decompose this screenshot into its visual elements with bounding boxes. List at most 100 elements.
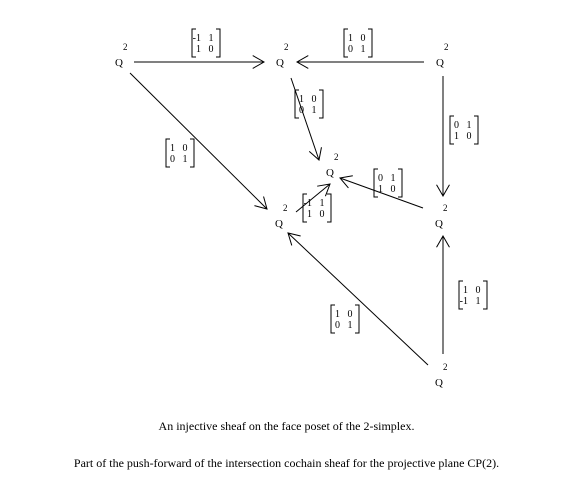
left-bracket (373, 168, 378, 198)
arrowhead (436, 184, 450, 198)
matrix-entry: 1 (335, 309, 340, 320)
node-exponent: 2 (283, 203, 288, 213)
arrowhead (308, 147, 322, 161)
right-bracket (398, 168, 403, 198)
matrix-entry: 1 (454, 131, 459, 142)
node-n2: Q2 (276, 42, 289, 69)
matrix-entry: 0 (361, 33, 366, 44)
matrix-entry: -1 (304, 198, 312, 209)
matrix-entry: 1 (183, 154, 188, 165)
node-exponent: 2 (284, 42, 289, 52)
matrix-entry: 0 (299, 105, 304, 116)
matrix-entry: 1 (467, 120, 472, 131)
matrix-entry: 0 (335, 320, 340, 331)
caption-sheaf: An injective sheaf on the face poset of … (158, 419, 415, 433)
arrowhead (339, 175, 353, 189)
node-label: Q (435, 218, 443, 230)
node-label: Q (115, 57, 123, 69)
matrix-entry: 1 (299, 94, 304, 105)
matrix-entry: 1 (170, 143, 175, 154)
matrix-entry: 1 (348, 33, 353, 44)
matrix-entry: 1 (307, 209, 312, 220)
arrowhead (317, 183, 331, 197)
arrowhead (436, 234, 450, 248)
node-exponent: 2 (334, 152, 339, 162)
right-bracket (190, 138, 195, 168)
matrix-entry: 1 (463, 285, 468, 296)
matrix-entry: 0 (391, 184, 396, 195)
matrix-entry: 0 (209, 44, 214, 55)
matrix-entry: 1 (348, 320, 353, 331)
arrowhead (295, 55, 309, 69)
left-bracket (458, 280, 463, 310)
arrowhead (287, 232, 301, 246)
node-n5: Q2 (275, 203, 288, 230)
left-bracket (165, 138, 170, 168)
arrowhead (254, 196, 268, 210)
matrix-entry: 1 (320, 198, 325, 209)
matrix-entry: 0 (467, 131, 472, 142)
node-label: Q (326, 167, 334, 179)
left-bracket (191, 28, 196, 58)
node-n3: Q2 (436, 42, 449, 69)
right-bracket (216, 28, 221, 58)
node-label: Q (436, 57, 444, 69)
matrix-entry: 0 (183, 143, 188, 154)
matrix-entry: 1 (209, 33, 214, 44)
right-bracket (319, 89, 324, 119)
right-bracket (327, 193, 332, 223)
node-n6: Q2 (435, 203, 448, 230)
node-label: Q (276, 57, 284, 69)
matrix-entry: 0 (312, 94, 317, 105)
matrix-entry: 0 (378, 173, 383, 184)
node-exponent: 2 (443, 362, 448, 372)
node-n7: Q2 (435, 362, 448, 389)
node-exponent: 2 (123, 42, 128, 52)
node-exponent: 2 (444, 42, 449, 52)
caption-pushforward: Part of the push-forward of the intersec… (73, 456, 500, 470)
left-bracket (330, 304, 335, 334)
node-label: Q (275, 218, 283, 230)
right-bracket (483, 280, 488, 310)
right-bracket (355, 304, 360, 334)
matrix-entry: -1 (193, 33, 201, 44)
matrix-entry: 0 (170, 154, 175, 165)
node-label: Q (435, 377, 443, 389)
matrix-entry: 0 (320, 209, 325, 220)
matrix-entry: -1 (460, 296, 468, 307)
matrix-entry: 1 (391, 173, 396, 184)
matrix-entry: 1 (196, 44, 201, 55)
right-bracket (474, 115, 479, 145)
matrix-entry: 1 (378, 184, 383, 195)
left-bracket (343, 28, 348, 58)
right-bracket (368, 28, 373, 58)
left-bracket (302, 193, 307, 223)
arrowhead (252, 55, 266, 69)
node-n1: Q2 (115, 42, 128, 69)
matrix-entry: 0 (476, 285, 481, 296)
matrix-entry: 0 (454, 120, 459, 131)
matrix-entry: 1 (312, 105, 317, 116)
left-bracket (294, 89, 299, 119)
matrix-entry: 0 (348, 309, 353, 320)
left-bracket (449, 115, 454, 145)
matrix-entry: 1 (476, 296, 481, 307)
node-n4: Q2 (326, 152, 339, 179)
